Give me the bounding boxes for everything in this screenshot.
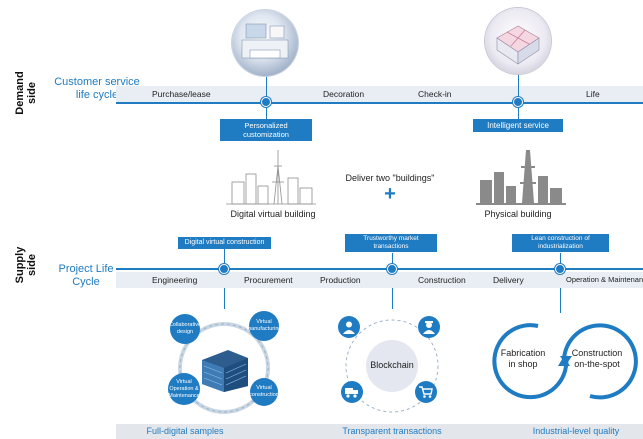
demand-timeline <box>116 102 643 104</box>
bottom-band <box>116 424 643 439</box>
worker-avatar-icon <box>418 316 440 338</box>
stage-check-in: Check-in <box>418 89 452 99</box>
fabrication-in-shop-label: Fabrication in shop <box>500 348 546 369</box>
stage-procurement: Procurement <box>244 275 293 285</box>
full-digital-samples-label: Full-digital samples <box>146 426 224 436</box>
supply-mid-dot <box>387 264 397 274</box>
apartment-interior-image <box>232 10 298 76</box>
intelligent-service-tag: Intelligent service <box>473 119 563 132</box>
blockchain-label: Blockchain <box>370 360 414 370</box>
user-avatar-icon <box>338 316 360 338</box>
physical-city-skyline-icon <box>476 146 566 206</box>
room-illustration-icon <box>241 23 289 59</box>
truck-icon <box>341 381 363 403</box>
transparent-transactions-label: Transparent transactions <box>342 426 442 436</box>
construction-on-the-spot-label: Construction on-the-spot <box>571 348 623 369</box>
project-cycle-label: Project Life Cycle <box>58 263 114 288</box>
stage-engineering: Engineering <box>152 275 198 285</box>
stage-delivery: Delivery <box>493 275 524 285</box>
blockchain-ring <box>336 310 448 422</box>
supply-side-title: Supply side <box>14 240 38 290</box>
digital-virtual-building-label: Digital virtual building <box>230 209 316 219</box>
supply-side-text: Supply side <box>14 246 38 284</box>
lean-construction-industrialization-tag: Lean construction of industrialization <box>512 234 609 252</box>
supply-stage-band <box>116 272 643 288</box>
floorplan-illustration-icon <box>496 25 540 65</box>
personalized-customization-tag: Personalized customization <box>220 119 312 141</box>
virtual-cycle-ring <box>168 312 280 424</box>
stage-construction: Construction <box>418 275 466 285</box>
customer-cycle-label: Customer service life cycle <box>54 76 140 101</box>
virtual-operation-maintenance-node: Virtual Operation & Maintenance <box>168 373 200 405</box>
stage-purchase-lease: Purchase/lease <box>152 89 211 99</box>
digital-virtual-construction-tag: Digital virtual construction <box>178 237 271 249</box>
supply-timeline <box>116 268 643 270</box>
demand-right-connector <box>518 70 519 120</box>
demand-left-connector <box>266 70 267 120</box>
office-building-icon <box>198 342 252 392</box>
collaborative-design-node: Collaborative design <box>169 314 201 344</box>
stage-life: Life <box>586 89 600 99</box>
demand-stage-band <box>116 86 643 102</box>
trustworthy-market-transactions-tag: Trustworthy market transactions <box>345 234 437 252</box>
industrial-cycle-arrows <box>488 316 643 406</box>
stage-decoration: Decoration <box>323 89 365 99</box>
digital-city-skyline-icon <box>226 146 316 206</box>
demand-side-text: Demand side <box>14 71 38 115</box>
industrial-level-quality-label: Industrial-level quality <box>532 426 620 436</box>
demand-left-dot <box>261 97 271 107</box>
demand-side-title: Demand side <box>14 68 38 118</box>
virtual-manufacturing-node: Virtual manufacturing <box>247 311 281 341</box>
demand-right-dot <box>513 97 523 107</box>
supply-left-dot <box>219 264 229 274</box>
smart-home-floorplan-image <box>485 8 551 74</box>
virtual-construction-node: Virtual construction <box>249 378 279 406</box>
plus-symbol: + <box>384 183 396 205</box>
stage-operation-maintenance: Operation & Maintenance <box>566 275 643 284</box>
shopping-cart-icon <box>415 381 437 403</box>
physical-building-label: Physical building <box>484 209 552 219</box>
stage-production: Production <box>320 275 361 285</box>
supply-right-dot <box>555 264 565 274</box>
deliver-two-buildings-text: Deliver two "buildings" <box>345 173 435 183</box>
